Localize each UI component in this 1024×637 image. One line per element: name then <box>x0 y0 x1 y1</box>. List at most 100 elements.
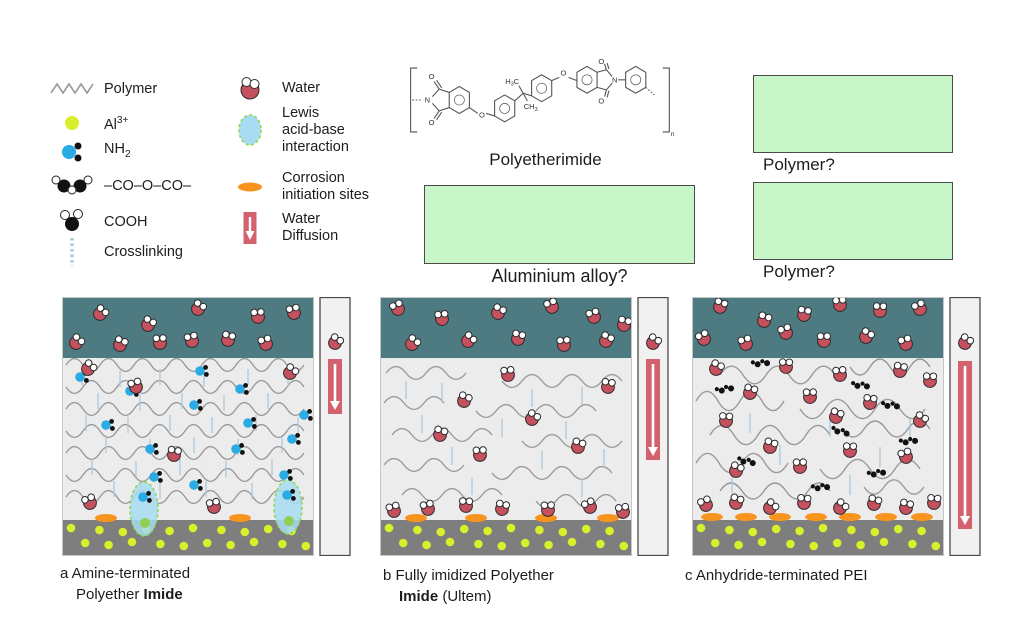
polymer-chain <box>799 398 926 420</box>
water-molecule <box>832 366 847 382</box>
water-molecule <box>646 333 663 350</box>
water-molecule <box>911 299 927 316</box>
al-ion <box>809 541 819 551</box>
water-molecule <box>571 437 587 454</box>
legend-item-co-o-co-group: –CO–O–CO– <box>49 174 191 199</box>
water-molecule <box>495 499 511 516</box>
svg-text:N: N <box>612 75 617 84</box>
al-ion <box>188 523 198 533</box>
water-diffusion-bar <box>949 297 981 556</box>
water-molecule <box>802 388 817 404</box>
al-ion <box>179 541 189 551</box>
water-molecule <box>257 334 273 351</box>
polymer-box-bottom <box>753 182 953 260</box>
cooh-group-icon <box>49 202 95 242</box>
polymer-line-icon <box>49 69 95 109</box>
legend-item-crosslink: Crosslinking <box>49 238 183 266</box>
water-molecule <box>580 497 597 514</box>
al-ion <box>156 539 165 549</box>
nh2-group <box>279 469 293 481</box>
water-molecule <box>863 393 878 410</box>
legend-item-label: COOH <box>104 213 148 230</box>
panel-b-diagram <box>380 297 670 559</box>
legend-item-label: –CO–O–CO– <box>104 177 192 194</box>
al-ion <box>619 541 629 551</box>
water-molecule <box>899 498 915 515</box>
legend-item-label: Crosslinking <box>104 243 183 260</box>
al-ion <box>278 539 287 549</box>
water-molecule <box>913 411 930 428</box>
water-molecule <box>719 412 734 428</box>
al-ion <box>118 527 128 537</box>
al-ion <box>398 538 408 548</box>
al-ion <box>497 541 507 551</box>
water-molecule <box>511 329 527 346</box>
lewis-interaction-icon <box>227 110 273 150</box>
al-ion <box>908 539 917 549</box>
water-molecule <box>729 461 745 478</box>
water-molecule <box>763 437 779 454</box>
water-molecule <box>250 308 265 324</box>
legend-item-label: NH2 <box>104 141 131 160</box>
water-molecule <box>457 391 473 408</box>
water-molecule <box>599 331 615 348</box>
water-molecule <box>729 493 745 510</box>
al-ion <box>80 538 90 548</box>
svg-text:n: n <box>671 131 675 138</box>
water-molecule <box>829 407 845 424</box>
anhydride-group <box>831 425 850 437</box>
legend-item-cooh-group: COOH <box>49 209 148 235</box>
water-molecule <box>797 494 812 510</box>
corrosion-initiation-site <box>535 514 557 522</box>
structure-caption: Polyetherimide <box>489 150 602 169</box>
legend-item-label: Al3+ <box>104 115 129 133</box>
svg-text:O: O <box>429 118 435 127</box>
water-molecule <box>709 359 725 376</box>
water-molecule <box>389 299 405 316</box>
water-molecule <box>859 327 876 344</box>
legend-item-al-ion: Al3+ <box>49 111 128 136</box>
water-molecule <box>152 334 167 350</box>
water-molecule <box>958 333 975 350</box>
water-molecule <box>927 494 942 510</box>
water-molecule <box>867 494 883 511</box>
svg-text:O: O <box>561 69 567 78</box>
water-molecule <box>792 458 807 474</box>
water-diffusion-bar <box>319 297 351 556</box>
svg-text:O: O <box>429 72 435 81</box>
svg-text:O: O <box>598 58 604 66</box>
nh2-group <box>299 409 313 421</box>
water-molecule <box>778 358 794 374</box>
polymer-chain <box>849 358 931 376</box>
water-molecule <box>763 498 780 515</box>
al-ion <box>832 538 842 548</box>
al-ion <box>436 527 446 537</box>
al-ion <box>795 526 804 536</box>
corrosion-initiation-site <box>911 513 933 521</box>
polymer-chain <box>65 445 305 461</box>
al-ion-icon <box>49 103 95 143</box>
water-molecule <box>897 447 913 464</box>
al-ion <box>567 537 577 547</box>
anhydride-group <box>810 483 831 492</box>
nh2-group <box>138 491 152 503</box>
polyetherimide-structure: N O O O O N O O n H3C CH3 <box>410 58 675 138</box>
corrosion-initiation-site <box>769 513 791 521</box>
water-molecule <box>93 304 110 321</box>
al-ion <box>725 525 734 535</box>
polymer-chain <box>383 457 465 473</box>
al-ion <box>226 540 235 550</box>
polymer-chain <box>695 390 785 412</box>
corrosion-initiation-site <box>805 513 827 521</box>
svg-text:N: N <box>425 96 430 105</box>
water-molecule <box>458 497 474 513</box>
polymer-chain <box>65 467 305 483</box>
al-ion <box>263 524 273 534</box>
crosslink-icon <box>49 232 95 272</box>
